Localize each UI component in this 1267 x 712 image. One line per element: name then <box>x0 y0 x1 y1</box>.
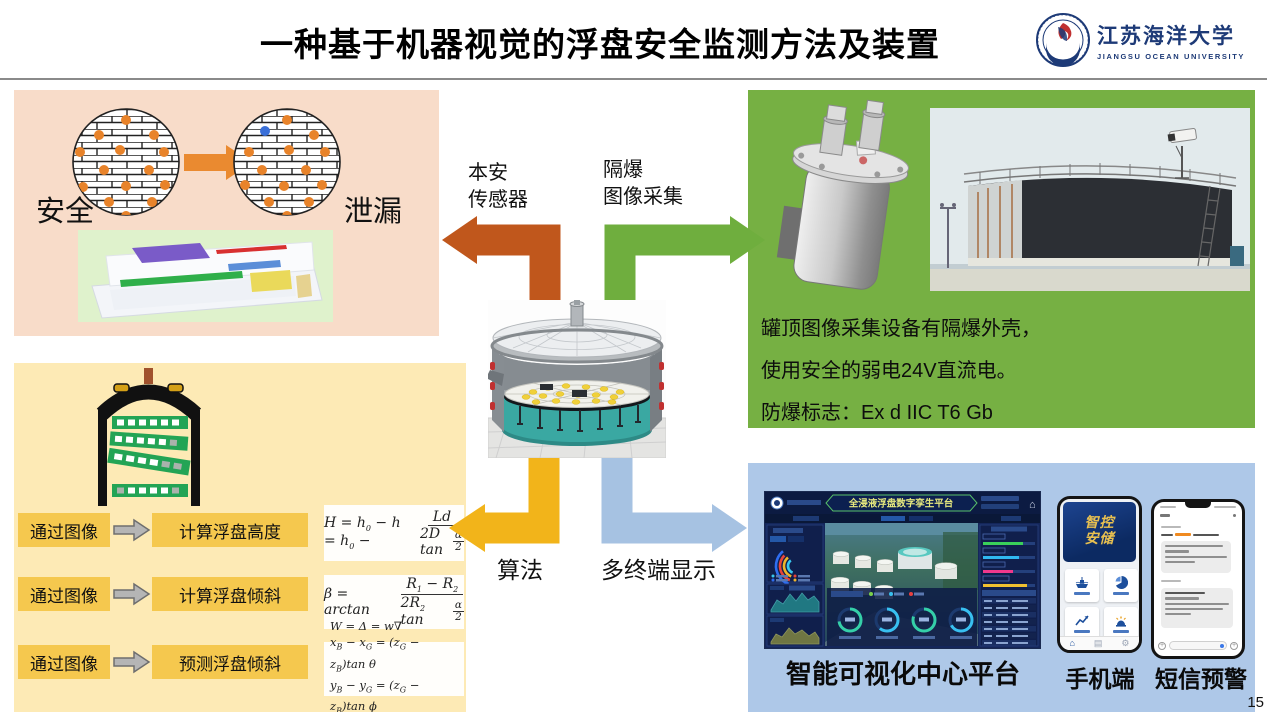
logo-text-cn: 江苏海洋大学 <box>1097 22 1235 48</box>
app-bottom-nav: ⌂ ▤ ⚙ <box>1060 636 1139 650</box>
home-icon: ⌂ <box>1069 638 1075 648</box>
sms-text-field <box>1169 641 1227 650</box>
plus-icon: + <box>1158 641 1166 650</box>
display-panel: 全浸液浮盘数字孪生平台 ⌂ <box>748 463 1255 712</box>
algorithm-panel: 通过图像 计算浮盘高度 通过图像 计算浮盘倾斜 通过图像 预测浮盘倾斜 H = … <box>14 363 466 712</box>
formula-box-predict: W = Δ = w∇ xB − xG = (zG − zB)tan θ yB −… <box>324 619 464 712</box>
arrow-capture <box>604 216 765 310</box>
tank-site-photo <box>930 108 1250 291</box>
leak-dot <box>260 126 270 136</box>
algorithm-label: 算法 <box>497 557 543 583</box>
arrow-sensor <box>442 216 561 310</box>
explosion-text-line-3: 防爆标志：Ex d IIC T6 Gb <box>761 402 993 424</box>
date-separator <box>1161 526 1181 528</box>
header-divider <box>0 78 1267 80</box>
logo-emblem-icon <box>1036 13 1090 67</box>
display-label: 多终端显示 <box>601 557 716 583</box>
status-time <box>1160 506 1176 508</box>
phone-notch <box>1185 502 1211 508</box>
process-arrow-icon <box>113 582 151 606</box>
dashboard-right-column <box>979 524 1039 647</box>
phone-label: 手机端 <box>1065 666 1135 692</box>
dashboard-title: 全浸液浮盘数字孪生平台 <box>848 498 954 510</box>
camera-housing-photo <box>776 99 909 290</box>
status-icons <box>1214 506 1236 508</box>
app-tile-grid <box>1065 569 1138 640</box>
app-tile <box>1104 607 1138 640</box>
seal-device-illustration <box>78 230 333 322</box>
process-result-box: 计算浮盘高度 <box>152 513 308 547</box>
page-number: 15 <box>1247 694 1264 711</box>
app-phone: 智控 安储 <box>1057 496 1142 653</box>
document-icon: ▤ <box>1093 638 1103 648</box>
tank-cutaway-illustration <box>486 300 667 459</box>
date-separator <box>1161 580 1181 582</box>
app-title-line1: 智控 <box>1084 514 1115 530</box>
tank-cutaway-photo <box>486 300 667 459</box>
explosion-text-line-2: 使用安全的弱电24V直流电。 <box>761 360 1017 382</box>
alarm-icon <box>1116 616 1126 627</box>
message-preview-line <box>1161 533 1225 536</box>
explosion-proof-panel: 罐顶图像采集设备有隔爆外壳， 使用安全的弱电24V直流电。 防爆标志：Ex d … <box>748 90 1255 428</box>
process-row-tilt: 通过图像 计算浮盘倾斜 <box>14 577 466 611</box>
tank-gauge-illustration <box>96 368 202 506</box>
sms-label: 短信预警 <box>1155 666 1247 692</box>
capture-label: 隔爆 图像采集 <box>603 159 683 208</box>
sensor-label: 本安 传感器 <box>468 162 528 211</box>
process-row-height: 通过图像 计算浮盘高度 <box>14 513 466 547</box>
process-arrow-icon <box>113 650 151 674</box>
sms-phone: + + <box>1151 499 1245 659</box>
safe-label: 安全 <box>36 196 95 228</box>
app-banner: 智控 安储 <box>1063 502 1136 562</box>
dashboard-screenshot: 全浸液浮盘数字孪生平台 ⌂ <box>765 492 1040 648</box>
rooftop-camera-icon <box>1167 127 1197 179</box>
sms-bubble <box>1161 541 1231 573</box>
process-source-box: 通过图像 <box>18 577 110 611</box>
emoji-icon: + <box>1230 641 1238 650</box>
menu-dots-icon <box>1233 514 1236 517</box>
explosion-text-line-1: 罐顶图像采集设备有隔爆外壳， <box>761 318 1041 340</box>
sender-line <box>1160 514 1170 517</box>
leak-label: 泄漏 <box>344 196 403 228</box>
safe-circle-illustration <box>72 108 180 216</box>
sms-bubble <box>1161 588 1233 628</box>
app-tile <box>1065 569 1099 602</box>
app-tile <box>1104 569 1138 602</box>
logo-text-en: JIANGSU OCEAN UNIVERSITY <box>1097 51 1245 61</box>
trend-chart-icon <box>1075 614 1089 625</box>
leak-detection-panel: 安全 泄漏 <box>14 90 439 336</box>
dashboard-caption: 智能可视化中心平台 <box>785 659 1020 689</box>
leak-circle-illustration <box>233 108 341 216</box>
process-result-box: 预测浮盘倾斜 <box>152 645 308 679</box>
process-row-predict: 通过图像 预测浮盘倾斜 <box>14 645 466 679</box>
settings-icon: ⚙ <box>1121 638 1130 648</box>
app-tile <box>1065 607 1099 640</box>
process-source-box: 通过图像 <box>18 645 110 679</box>
app-title-line2: 安储 <box>1084 530 1115 546</box>
home-icon: ⌂ <box>1029 499 1036 511</box>
sms-input-bar: + + <box>1158 640 1238 651</box>
ship-icon <box>1075 576 1089 588</box>
process-source-box: 通过图像 <box>18 513 110 547</box>
pie-chart-icon <box>1115 576 1128 589</box>
university-logo: 江苏海洋大学 JIANGSU OCEAN UNIVERSITY <box>1036 13 1245 67</box>
process-result-box: 计算浮盘倾斜 <box>152 577 308 611</box>
page-title: 一种基于机器视觉的浮盘安全监测方法及装置 <box>260 26 940 63</box>
dashboard-gauges <box>827 588 977 646</box>
dashboard-left-column <box>766 524 824 647</box>
process-arrow-icon <box>113 518 151 542</box>
microstructure-illustration <box>72 108 341 322</box>
